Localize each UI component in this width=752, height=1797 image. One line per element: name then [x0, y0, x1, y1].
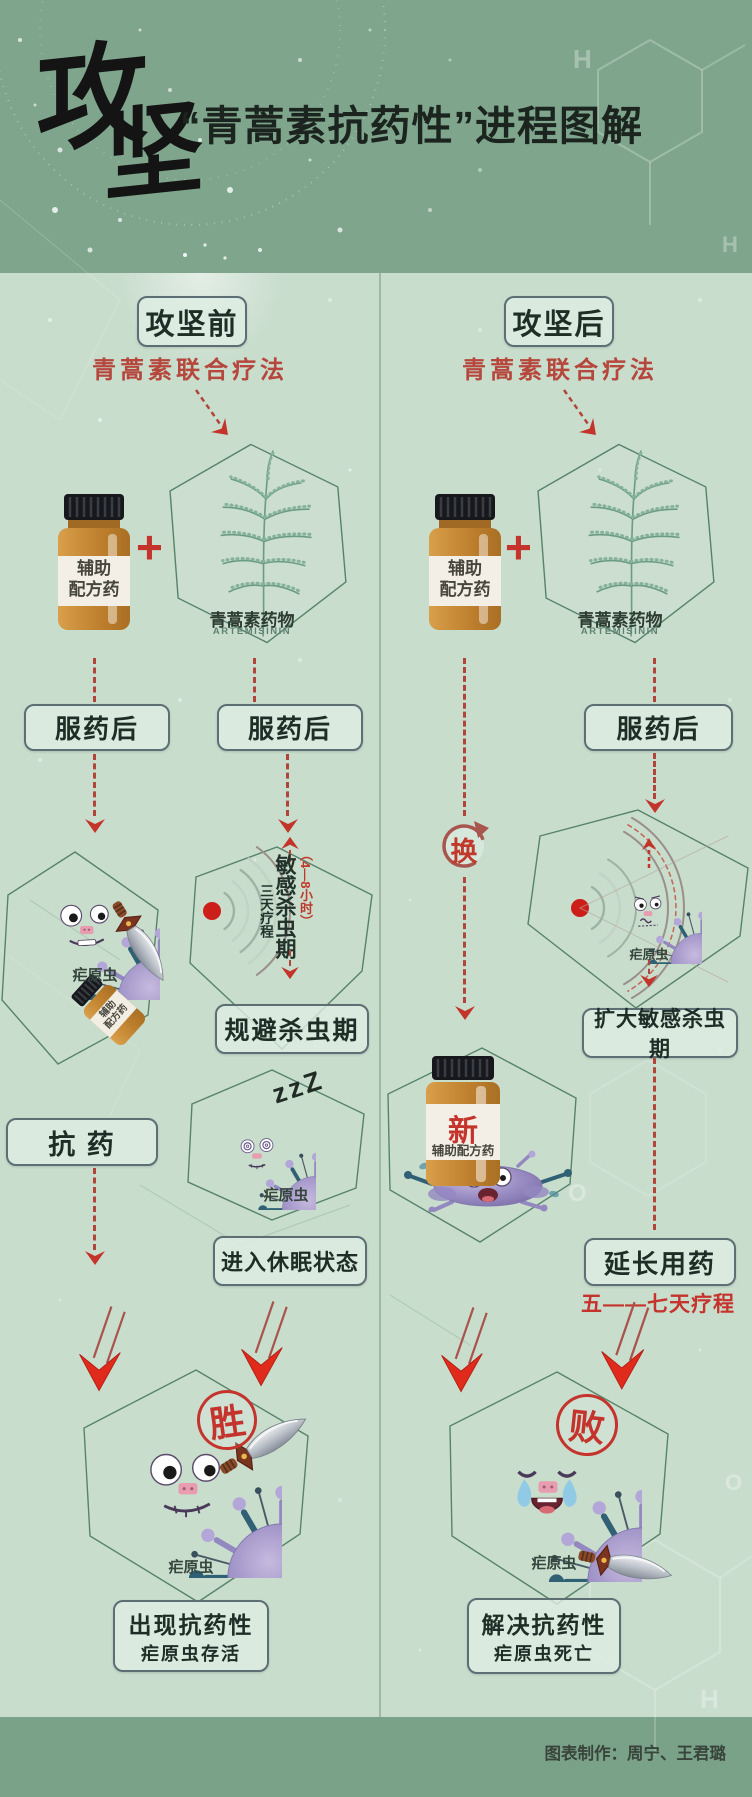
stage-box-after: 攻坚后 [504, 296, 614, 347]
dashed-connector [93, 658, 96, 702]
bottle-label-line2: 配方药 [439, 580, 491, 600]
dashed-connector [653, 1058, 656, 1230]
swap-cycle-icon [442, 821, 489, 868]
dashed-arrow-stem [286, 754, 289, 816]
result-right-line2: 疟原虫死亡 [494, 1644, 594, 1664]
arrowhead-down [84, 1250, 106, 1266]
dashed-connector [463, 877, 466, 1003]
sleep-hexagon [187, 1069, 365, 1221]
parasite-label: 疟原虫 [263, 1187, 309, 1204]
after-dose-box-left-2: 服药后 [217, 704, 363, 751]
swap-character: 换 [450, 837, 478, 867]
credit-text: 图表制作：周宁、王君璐 [544, 1745, 727, 1763]
extend-medication-box: 延长用药 [584, 1238, 736, 1286]
new-pill-bottle [426, 1056, 500, 1186]
parasite-sleeping-illustration [240, 1138, 316, 1210]
after-dose-box-right: 服药后 [584, 704, 733, 751]
result-right-line1: 解决抗药性 [481, 1612, 607, 1638]
parasite-label: 疟原虫 [168, 1559, 214, 1576]
arrowhead-down [277, 818, 299, 834]
plant-latin-left: ARTEMISININ [212, 626, 292, 637]
molecule-letter-h: H [700, 1684, 719, 1714]
parasite-scanned-illustration [634, 895, 702, 964]
parasite-winner-illustration [150, 1453, 282, 1578]
parasite-defeated-illustration [517, 1470, 642, 1582]
parasite-label: 疟原虫 [72, 967, 118, 984]
new-drug-hexagon [387, 1047, 577, 1243]
bottle-label-line2: 配方药 [68, 580, 120, 600]
footer-band [0, 1717, 752, 1797]
parasite-attacking-illustration [60, 904, 160, 1000]
result-box-left: 出现抗药性 疟原虫存活 [113, 1600, 269, 1672]
diagonal-dashed-arrow-left [194, 389, 236, 443]
result-left-line2: 疟原虫存活 [141, 1644, 241, 1664]
dormant-state-box: 进入休眠状态 [213, 1236, 367, 1286]
plus-sign-right: + [505, 521, 532, 573]
parasite-hexagon-left [1, 851, 159, 1065]
plant-name-right: 青蒿素药物 [577, 611, 663, 630]
result-left-line1: 出现抗药性 [128, 1612, 254, 1638]
dashed-arrow-stem [653, 753, 656, 799]
molecule-letter-o: O [725, 1470, 743, 1495]
result-box-right: 解决抗药性 疟原虫死亡 [467, 1598, 621, 1674]
dashed-stem [289, 850, 291, 862]
diagonal-dashed-arrow-right [562, 389, 604, 443]
arrowhead-down [454, 1005, 476, 1021]
new-drug-character: 新 [448, 1115, 478, 1148]
bottle-label-line1: 辅助 [77, 559, 111, 578]
dashed-connector [253, 658, 256, 702]
plant-name-left: 青蒿素药物 [209, 611, 295, 630]
radar-course-text: 三天疗程 [258, 884, 273, 938]
arrowhead-down [281, 966, 299, 980]
course-duration-text: 五——七天疗程 [581, 1293, 735, 1316]
bottle-label-left: 辅助 配方药 [58, 558, 130, 601]
plus-sign-left: + [136, 521, 163, 573]
arrowhead-down [640, 974, 658, 988]
avoid-killing-period-box: 规避杀虫期 [215, 1004, 369, 1054]
parasite-label: 疟原虫 [531, 1555, 577, 1572]
dashed-connector [653, 658, 656, 702]
molecule-letter-o: O [568, 1180, 587, 1207]
stage-box-before: 攻坚前 [137, 296, 247, 347]
parasite-label: 疟原虫 [629, 947, 669, 962]
molecule-letter-h: H [573, 44, 592, 74]
dashed-stem [648, 960, 650, 974]
after-dose-box-left-1: 服药后 [24, 704, 170, 751]
arrowhead-down [84, 818, 106, 834]
dashed-arrow-stem [93, 1168, 96, 1250]
new-bottle-label: 辅助配方药 [431, 1144, 495, 1158]
expand-killing-period-box: 扩大敏感杀虫期 [582, 1008, 738, 1061]
radar-sensitive-text: 敏感杀虫期 [273, 854, 296, 959]
molecule-letter-h: H [722, 232, 738, 257]
bottle-label-line1: 辅助 [448, 559, 482, 578]
dashed-connector [463, 658, 466, 816]
bottle-label-right: 辅助 配方药 [429, 558, 501, 601]
therapy-label-right: 青蒿素联合疗法 [462, 357, 658, 384]
plant-latin-right: ARTEMISININ [580, 626, 660, 637]
radar-hours-text: （4—8小时） [298, 848, 313, 928]
dashed-arrow-stem [93, 754, 96, 816]
dashed-stem [289, 950, 291, 966]
page-subtitle: “青蒿素抗药性”进程图解 [180, 103, 643, 149]
drug-resistance-box: 抗 药 [6, 1118, 158, 1166]
therapy-label-left: 青蒿素联合疗法 [92, 357, 288, 384]
column-divider [379, 273, 381, 1717]
